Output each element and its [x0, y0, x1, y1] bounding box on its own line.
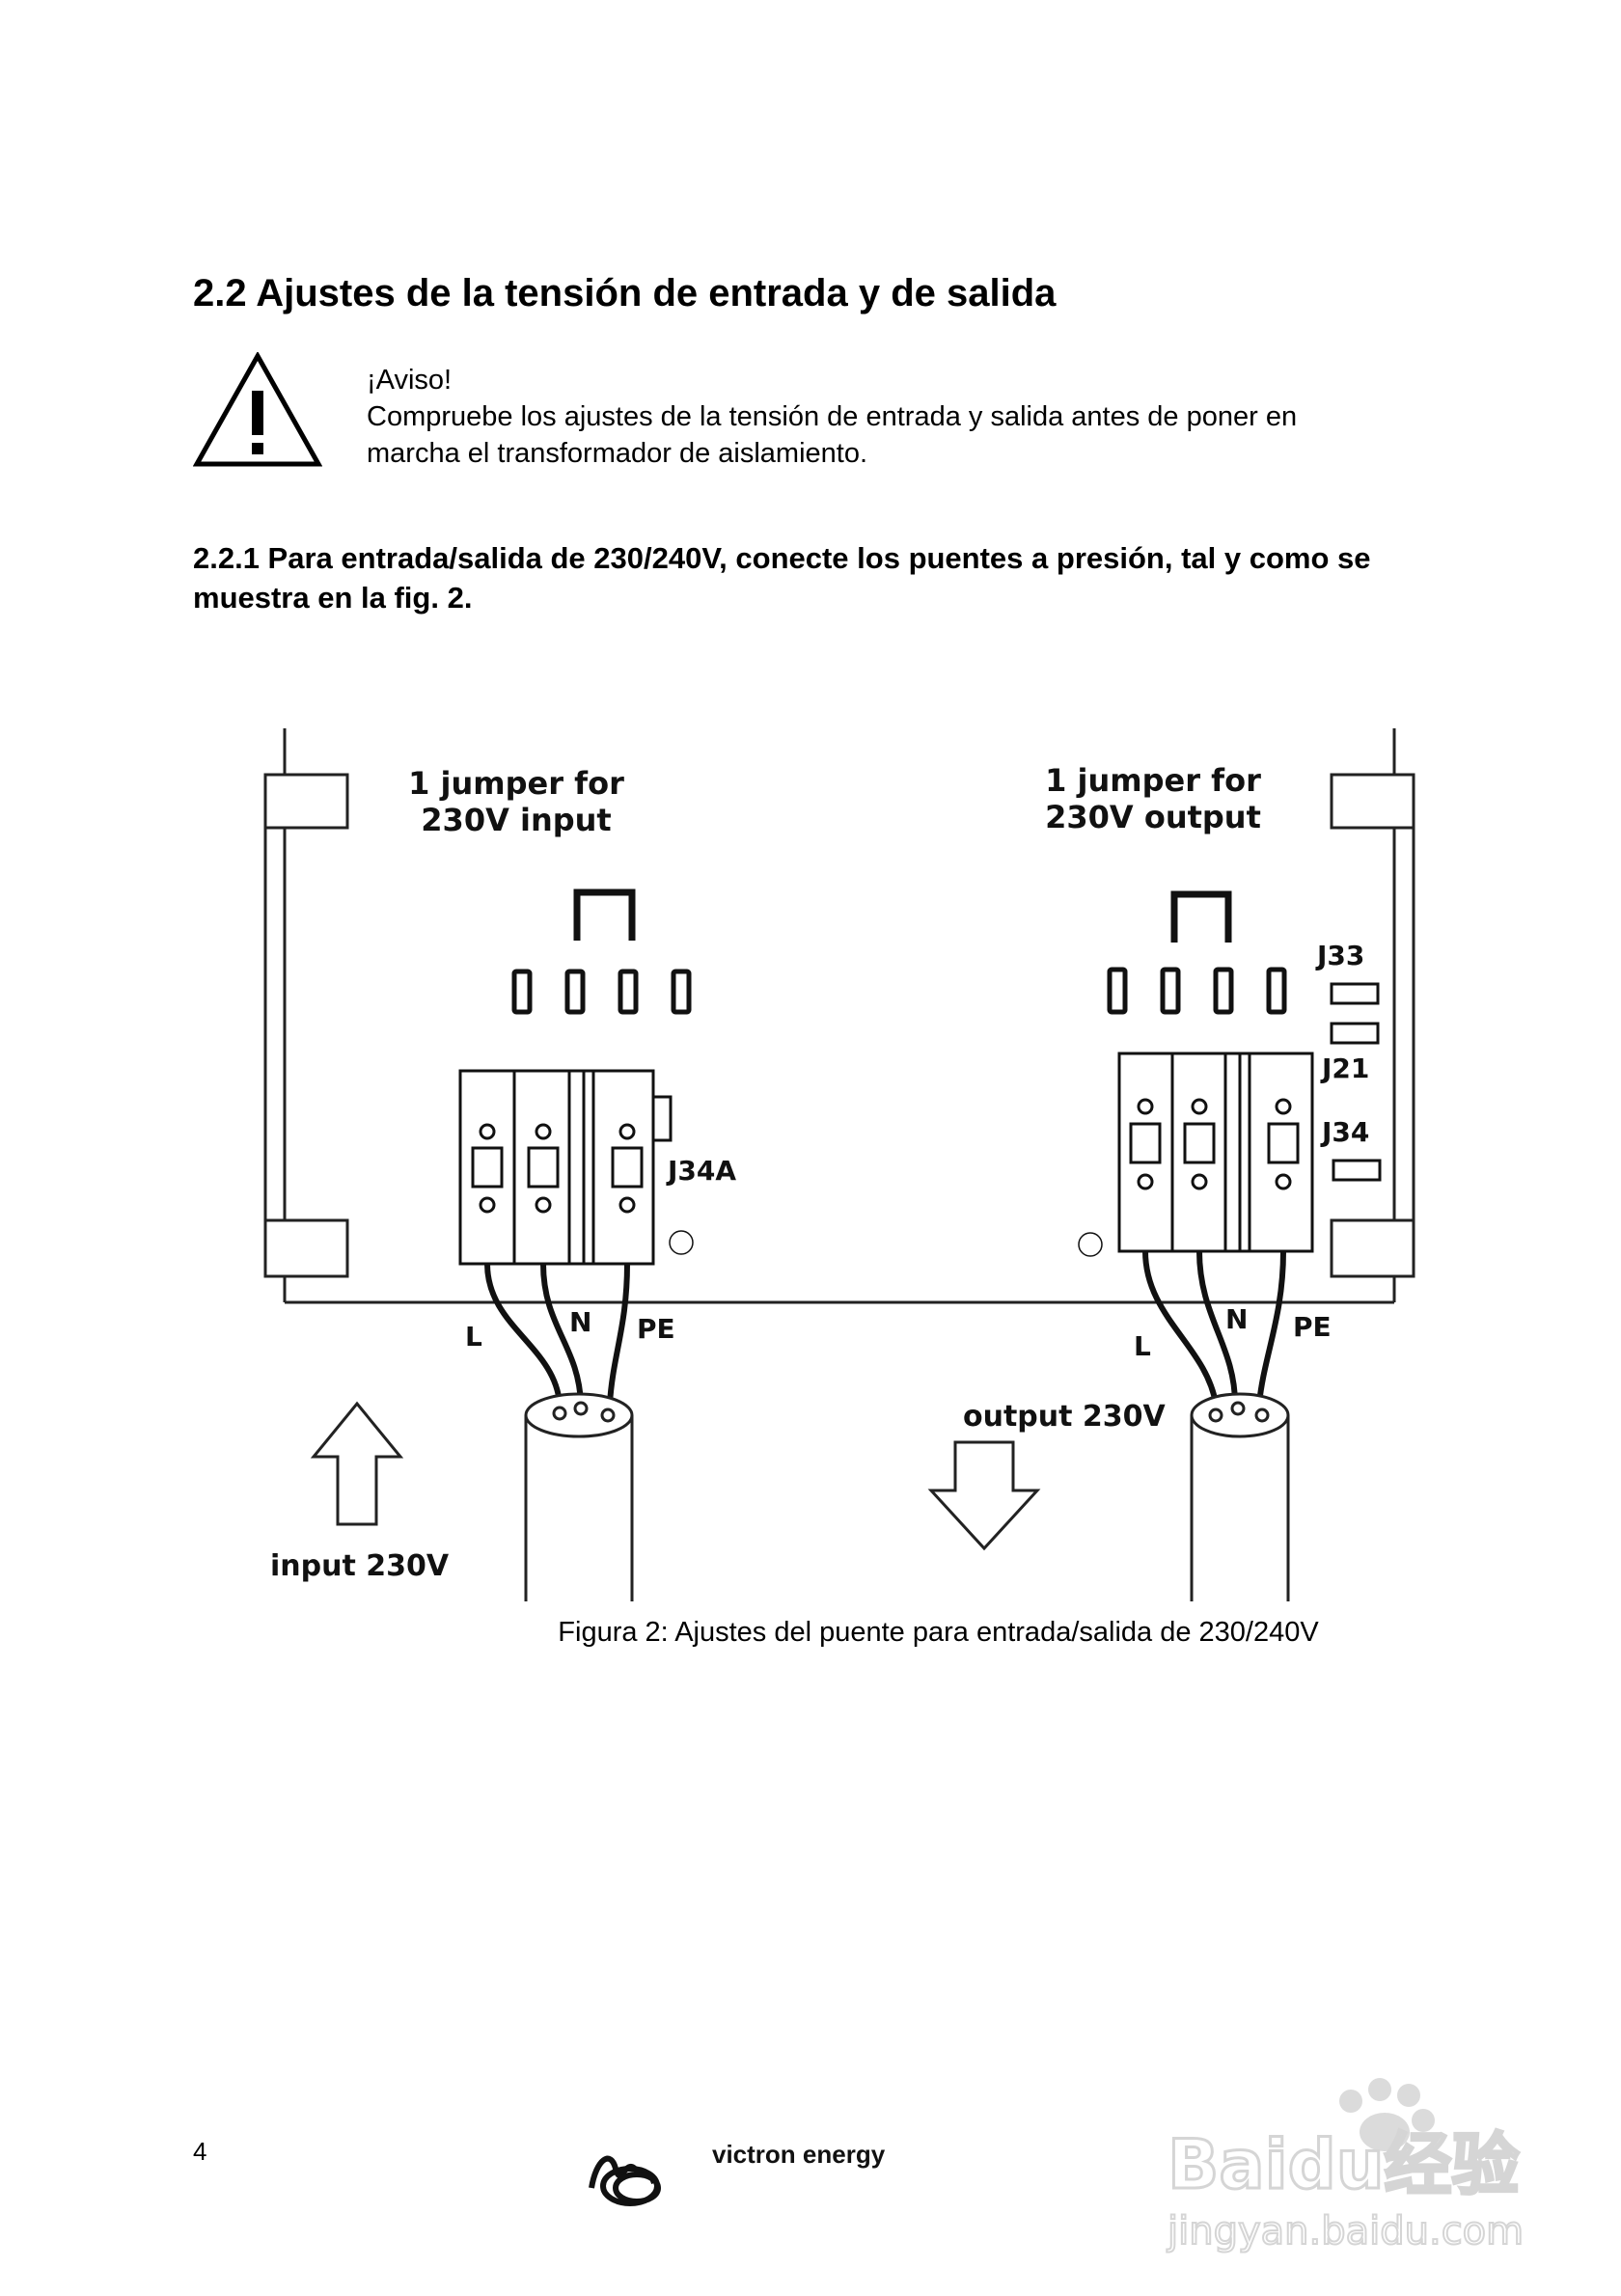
- left-wire-label-l: L: [465, 1321, 482, 1353]
- input-arrow-up-icon: [310, 1401, 404, 1526]
- victron-energy-logo: victron energy: [589, 2140, 886, 2206]
- left-terminal-block: [458, 1069, 694, 1266]
- left-jumper-icon: [573, 888, 636, 941]
- subsection-heading: 2.2.1 Para entrada/salida de 230/240V, c…: [193, 538, 1447, 617]
- input-label: input 230V: [270, 1549, 450, 1583]
- page-number: 4: [193, 2137, 207, 2166]
- left-wire-label-pe: PE: [637, 1313, 675, 1345]
- subsection-line-1: 2.2.1 Para entrada/salida de 230/240V, c…: [193, 541, 1371, 575]
- output-cable: [1190, 1392, 1290, 1601]
- right-wires: [1142, 1250, 1286, 1405]
- output-arrow-down-icon: [927, 1440, 1041, 1551]
- j34-connector: [1332, 1159, 1382, 1182]
- warning-triangle-icon: [193, 352, 322, 467]
- left-jumper-label-line-2: 230V input: [421, 802, 611, 838]
- label-j33: J33: [1315, 940, 1364, 971]
- mounting-bracket-right: [1330, 773, 1415, 1278]
- left-wire-label-n: N: [569, 1306, 591, 1338]
- right-wire-label-l: L: [1134, 1330, 1151, 1362]
- baidu-watermark: Baidu经验 jingyan.baidu.com: [1166, 2078, 1525, 2255]
- right-wire-label-pe: PE: [1293, 1311, 1332, 1343]
- warning-line-1: Compruebe los ajustes de la tensión de e…: [367, 401, 1298, 432]
- label-j34: J34: [1320, 1116, 1369, 1148]
- warning-block: ¡Aviso! Compruebe los ajustes de la tens…: [367, 362, 1297, 472]
- right-terminal-block: [1078, 1052, 1314, 1257]
- left-jumper-label-line-1: 1 jumper for: [408, 765, 624, 802]
- right-wire-label-n: N: [1225, 1303, 1248, 1335]
- jumper-wiring-diagram: 1 jumper for 230V input 1 jumper for 230…: [263, 728, 1415, 1601]
- right-jumper-icon: [1170, 890, 1232, 943]
- right-jumper-label-line-2: 230V output: [1045, 799, 1261, 835]
- section-heading: 2.2 Ajustes de la tensión de entrada y d…: [193, 272, 1057, 314]
- warning-line-2: marcha el transformador de aislamiento.: [367, 438, 868, 469]
- left-wires: [484, 1263, 630, 1405]
- brand-text: victron energy: [712, 2140, 886, 2169]
- paw-icon: [1339, 2078, 1435, 2151]
- label-j21: J21: [1320, 1052, 1369, 1084]
- output-label: output 230V: [963, 1400, 1167, 1434]
- warning-title: ¡Aviso!: [367, 365, 453, 396]
- mounting-bracket-left: [263, 773, 349, 1278]
- left-jumper-pins: [511, 969, 692, 1015]
- input-cable: [524, 1392, 634, 1601]
- figure-caption: Figura 2: Ajustes del puente para entrad…: [558, 1617, 1319, 1648]
- right-jumper-label-line-1: 1 jumper for: [1045, 762, 1261, 799]
- label-j34a: J34A: [666, 1155, 736, 1187]
- j21-connector: [1330, 1022, 1380, 1045]
- right-jumper-pins: [1107, 967, 1287, 1015]
- subsection-line-2: muestra en la fig. 2.: [193, 581, 473, 615]
- j33-connector: [1330, 982, 1380, 1005]
- watermark-url: jingyan.baidu.com: [1167, 2209, 1524, 2254]
- victron-coil-icon: [589, 2155, 661, 2206]
- watermark-brand: Baidu经验: [1168, 2125, 1520, 2204]
